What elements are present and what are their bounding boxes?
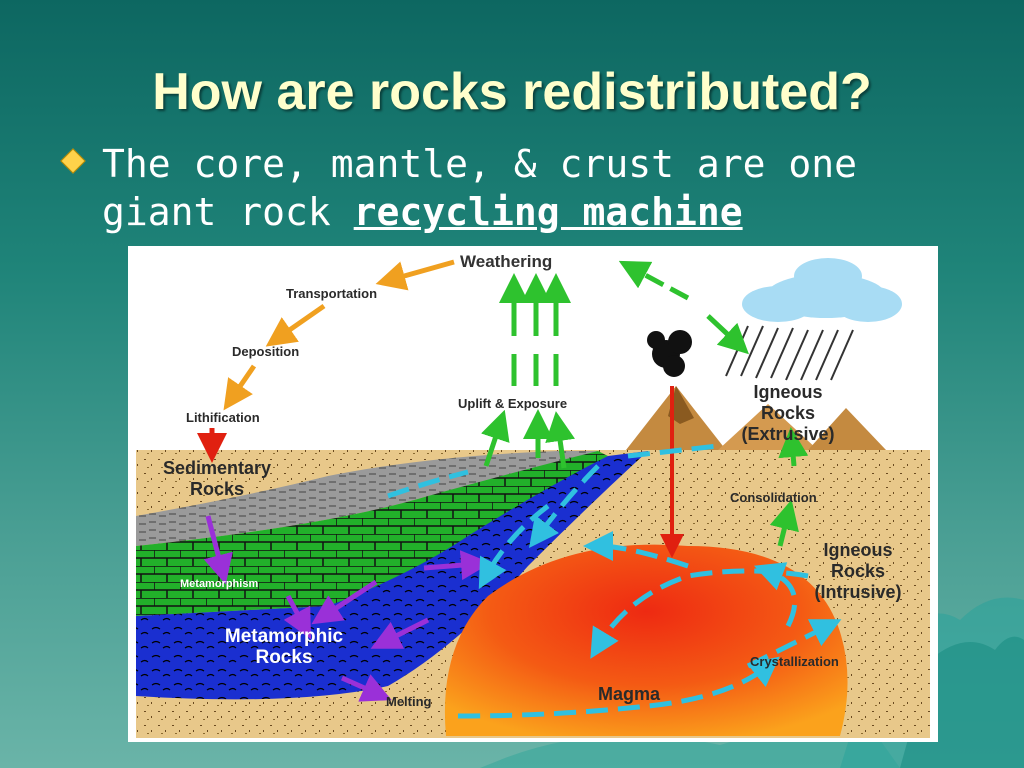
slide-title: How are rocks redistributed? — [152, 63, 872, 121]
label-igneous-ext-line1: Igneous — [753, 382, 823, 402]
label-consolidation: Consolidation — [730, 490, 817, 505]
label-uplift: Uplift & Exposure — [458, 396, 568, 411]
mountain-2 — [808, 408, 886, 450]
label-igneous-int-line2: Rocks — [830, 561, 886, 581]
label-deposition: Deposition — [232, 344, 300, 359]
label-transportation: Transportation — [286, 286, 378, 301]
sediment-layer — [136, 451, 598, 546]
label-crystallization: Crystallization — [750, 654, 839, 669]
label-sedimentary-line1: Sedimentary — [162, 458, 272, 478]
label-igneous-extrusive: Igneous Rocks (Extrusive) — [710, 382, 866, 445]
label-melting: Melting — [386, 694, 432, 709]
limestone-layer — [136, 451, 608, 616]
label-sedimentary-line2: Rocks — [189, 479, 245, 499]
magma-chamber — [444, 544, 848, 736]
label-sedimentary-rocks: Sedimentary Rocks — [142, 458, 292, 500]
rain — [725, 325, 854, 381]
bullet-text: The core, mantle, & crust are one giant … — [102, 140, 962, 236]
cloud — [742, 258, 902, 322]
metamorphic-layer — [136, 451, 648, 700]
bullet-plain-text: The core, mantle, & crust are one giant … — [102, 142, 857, 234]
label-igneous-intrusive: Igneous Rocks (Intrusive) — [780, 540, 936, 603]
rock-cycle-graphic — [136, 258, 930, 738]
label-metamorphic-line2: Rocks — [255, 647, 313, 668]
rock-cycle-diagram: Weathering Transportation Deposition Lit… — [128, 246, 938, 742]
label-magma: Magma — [598, 684, 661, 704]
label-igneous-int-line3: (Intrusive) — [814, 582, 902, 602]
label-metamorphism: Metamorphism — [180, 578, 259, 590]
label-igneous-int-line1: Igneous — [823, 540, 893, 560]
bullet-emphasis: recycling machine — [353, 190, 743, 234]
label-lithification: Lithification — [186, 410, 260, 425]
label-metamorphic-rocks: Metamorphic Rocks — [206, 626, 362, 668]
label-weathering: Weathering — [460, 252, 553, 271]
label-igneous-ext-line2: Rocks — [760, 403, 816, 423]
label-metamorphic-line1: Metamorphic — [224, 626, 344, 647]
label-igneous-ext-line3: (Extrusive) — [741, 424, 835, 444]
